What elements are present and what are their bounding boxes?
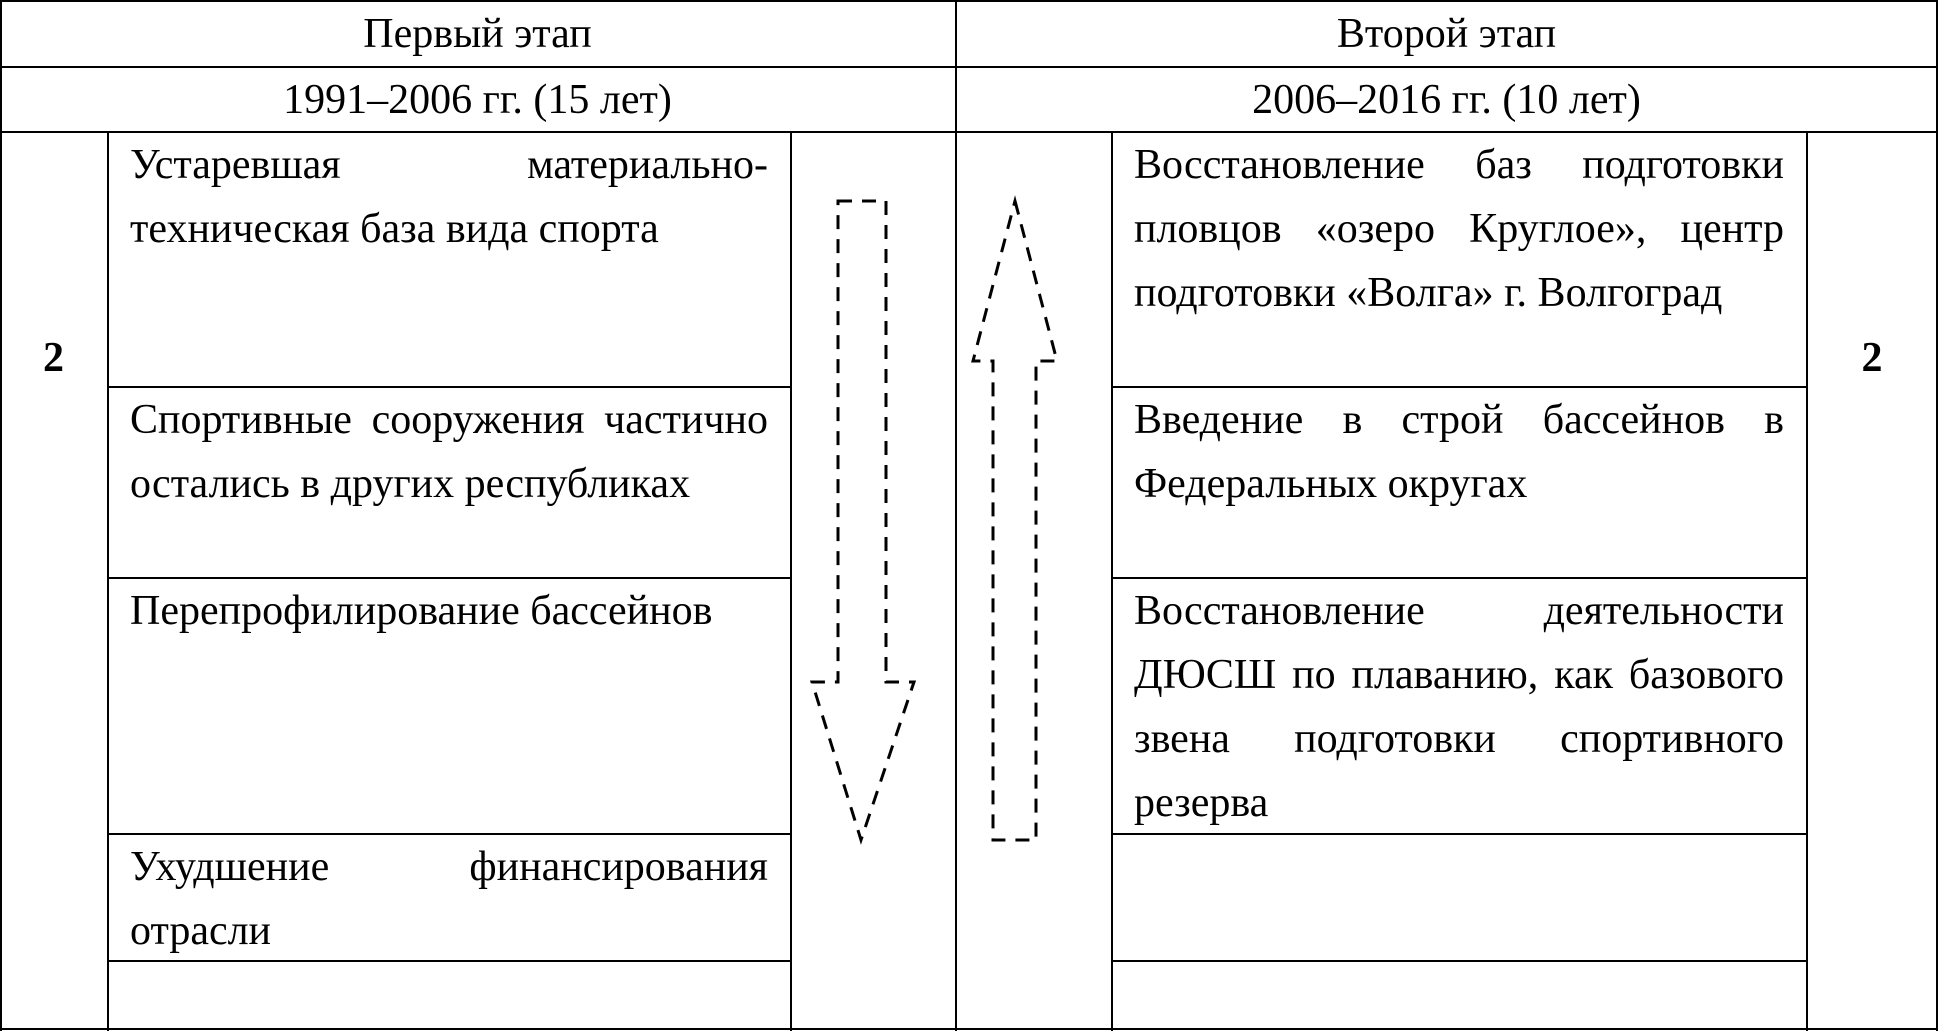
arrow-up-icon: [971, 195, 1059, 842]
stage2-title: Второй этап: [1336, 11, 1557, 57]
row-divider: [108, 386, 791, 388]
stage1-title: Первый этап: [363, 11, 592, 57]
row-divider: [1112, 577, 1807, 579]
col-divider: [0, 0, 2, 1031]
left-item: Ухудшение финансирования отрасли: [130, 844, 768, 954]
row-divider: [1112, 386, 1807, 388]
col-divider: [955, 0, 957, 1031]
left-row-number: 2: [43, 335, 64, 381]
col-divider: [790, 131, 792, 1031]
right-item: Введение в строй бассейнов в Федеральных…: [1134, 397, 1784, 507]
row-divider: [1112, 833, 1807, 835]
row-divider: [108, 577, 791, 579]
row-divider: [108, 960, 791, 962]
stage2-period: 2006–2016 гг. (10 лет): [1252, 77, 1641, 123]
stage1-period: 1991–2006 гг. (15 лет): [283, 77, 672, 123]
row-divider: [0, 131, 1938, 133]
right-row-number: 2: [1861, 335, 1883, 381]
right-item: Восстановление деятельности ДЮСШ по плав…: [1134, 588, 1784, 826]
right-item: Восстановление баз подготовки пловцов «о…: [1134, 142, 1784, 316]
left-item: Устаревшая материально-техническая база …: [130, 142, 768, 252]
row-divider: [1112, 960, 1807, 962]
left-item: Перепрофилирование бассейнов: [130, 588, 713, 634]
row-divider: [108, 833, 791, 835]
table-border-bottom: [0, 1028, 1938, 1030]
col-divider: [107, 131, 109, 1031]
col-divider: [1936, 0, 1938, 1031]
col-divider: [1111, 131, 1113, 1031]
col-divider: [1806, 131, 1808, 1031]
table-border-top: [0, 0, 1938, 2]
left-item: Спортивные сооружения частично остались …: [130, 397, 768, 507]
row-divider: [0, 66, 1938, 68]
arrow-down-icon: [809, 199, 917, 845]
